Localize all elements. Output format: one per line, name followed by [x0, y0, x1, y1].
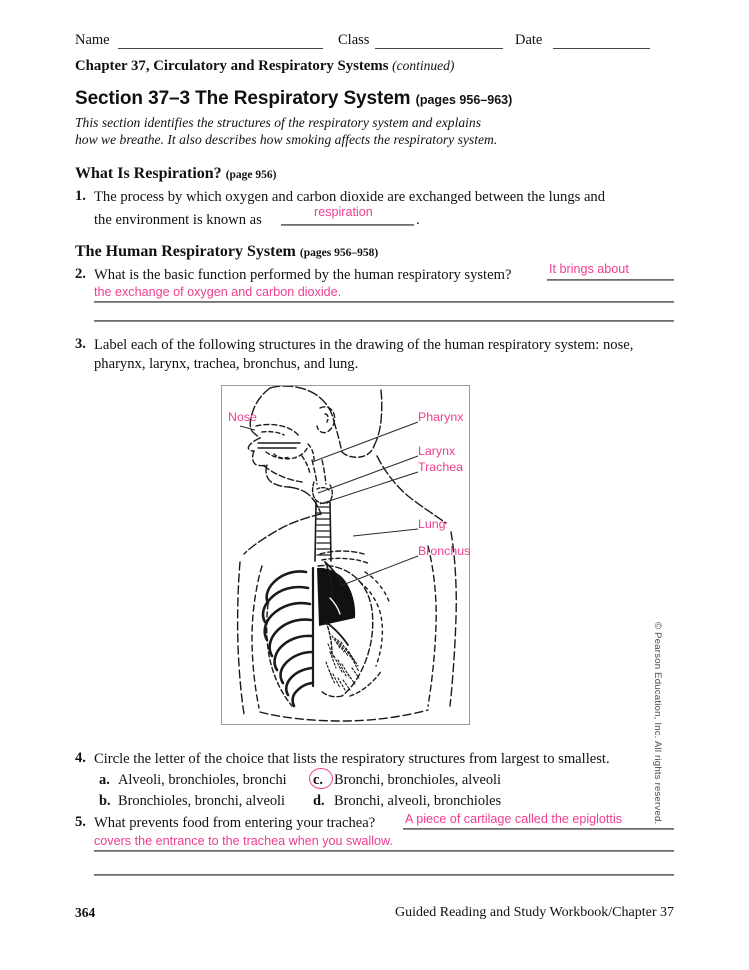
question-2-answer-rule-1[interactable]	[547, 279, 674, 281]
leader-line-pharynx	[311, 421, 419, 463]
question-5-answer-rule-3[interactable]	[94, 874, 674, 876]
diagram-label-nose: Nose	[228, 410, 257, 424]
question-3-text-line1: Label each of the following structures i…	[94, 337, 634, 353]
question-1-answer: respiration	[314, 205, 373, 219]
section-pages: (pages 956–963)	[415, 93, 513, 107]
question-5-number: 5.	[75, 814, 86, 830]
chapter-continued-note: (continued)	[392, 58, 455, 73]
choice-c-letter[interactable]: c.	[313, 772, 323, 788]
diagram-label-bronchus: Bronchus	[418, 544, 471, 558]
name-blank-line[interactable]	[118, 48, 323, 49]
choice-b-letter[interactable]: b.	[99, 793, 111, 809]
question-1-number: 1.	[75, 188, 86, 204]
choice-d-letter[interactable]: d.	[313, 793, 325, 809]
section-description-line2: how we breathe. It also describes how sm…	[75, 131, 498, 147]
section-description-line1: This section identifies the structures o…	[75, 115, 482, 130]
class-blank-line[interactable]	[375, 48, 503, 49]
diagram-label-trachea: Trachea	[418, 460, 463, 474]
subsection-1-pages: (page 956)	[225, 169, 277, 181]
choice-a-text[interactable]: Alveoli, bronchioles, bronchi	[118, 772, 287, 788]
chapter-title: Chapter 37, Circulatory and Respiratory …	[75, 58, 389, 74]
question-2-answer-rule-2[interactable]	[94, 301, 674, 303]
diagram-label-larynx: Larynx	[418, 444, 456, 458]
leader-line-bronchus	[339, 555, 419, 587]
chapter-heading: Chapter 37, Circulatory and Respiratory …	[75, 58, 454, 75]
question-5-answer-line1: A piece of cartilage called the epiglott…	[405, 812, 623, 826]
question-3-number: 3.	[75, 336, 86, 352]
leader-line-larynx	[317, 455, 419, 494]
leader-line-trachea	[319, 471, 419, 505]
question-2-answer-rule-3[interactable]	[94, 320, 674, 322]
date-label: Date	[515, 32, 543, 48]
question-2-text: What is the basic function performed by …	[94, 267, 512, 283]
question-5-text: What prevents food from entering your tr…	[94, 815, 376, 831]
diagram-label-lung: Lung	[418, 517, 446, 531]
subsection-2-title: The Human Respiratory System	[75, 243, 296, 260]
question-1-answer-line[interactable]	[281, 224, 414, 226]
leader-line-lung	[352, 528, 419, 537]
choice-b-text[interactable]: Bronchioles, bronchi, alveoli	[118, 793, 286, 809]
circled-answer-marker	[309, 768, 333, 789]
choice-d-text[interactable]: Bronchi, alveoli, bronchioles	[334, 793, 502, 809]
leader-line-nose	[239, 425, 256, 431]
choice-c-text[interactable]: Bronchi, bronchioles, alveoli	[334, 772, 502, 788]
question-2-answer-line1: It brings about	[549, 262, 629, 276]
question-2-answer-line2: the exchange of oxygen and carbon dioxid…	[94, 285, 342, 299]
respiratory-anatomy-drawing	[236, 386, 457, 722]
class-label: Class	[338, 32, 370, 48]
name-class-date-row: Name Class Date	[75, 32, 675, 52]
question-5-answer-rule-2[interactable]	[94, 850, 674, 852]
page-number: 364	[75, 905, 96, 920]
name-label: Name	[75, 32, 110, 48]
section-title: Section 37–3 The Respiratory System	[75, 88, 411, 109]
question-1-period: .	[416, 212, 420, 228]
question-5-answer-line2: covers the entrance to the trachea when …	[94, 834, 393, 848]
section-heading: Section 37–3 The Respiratory System (pag…	[75, 88, 512, 110]
question-4-number: 4.	[75, 750, 86, 766]
question-2-number: 2.	[75, 266, 86, 282]
question-5-answer-rule-1[interactable]	[403, 828, 674, 830]
question-1-text-line1: The process by which oxygen and carbon d…	[94, 189, 606, 205]
subsection-what-is-respiration: What Is Respiration? (page 956)	[75, 165, 276, 183]
diagram-label-pharynx: Pharynx	[418, 410, 464, 424]
subsection-human-respiratory-system: The Human Respiratory System (pages 956–…	[75, 243, 378, 261]
subsection-1-title: What Is Respiration?	[75, 165, 222, 182]
question-1-text-line2: the environment is known as	[94, 212, 262, 228]
section-description: This section identifies the structures o…	[75, 115, 635, 148]
choice-a-letter[interactable]: a.	[99, 772, 110, 788]
subsection-2-pages: (pages 956–958)	[299, 247, 379, 259]
date-blank-line[interactable]	[553, 48, 650, 49]
respiratory-system-diagram	[221, 385, 470, 725]
question-3-text-line2: pharynx, larynx, trachea, bronchus, and …	[94, 356, 359, 372]
footer-title: Guided Reading and Study Workbook/Chapte…	[395, 905, 674, 920]
copyright-notice: © Pearson Education, Inc. All rights res…	[652, 622, 663, 825]
question-4-text: Circle the letter of the choice that lis…	[94, 751, 610, 767]
